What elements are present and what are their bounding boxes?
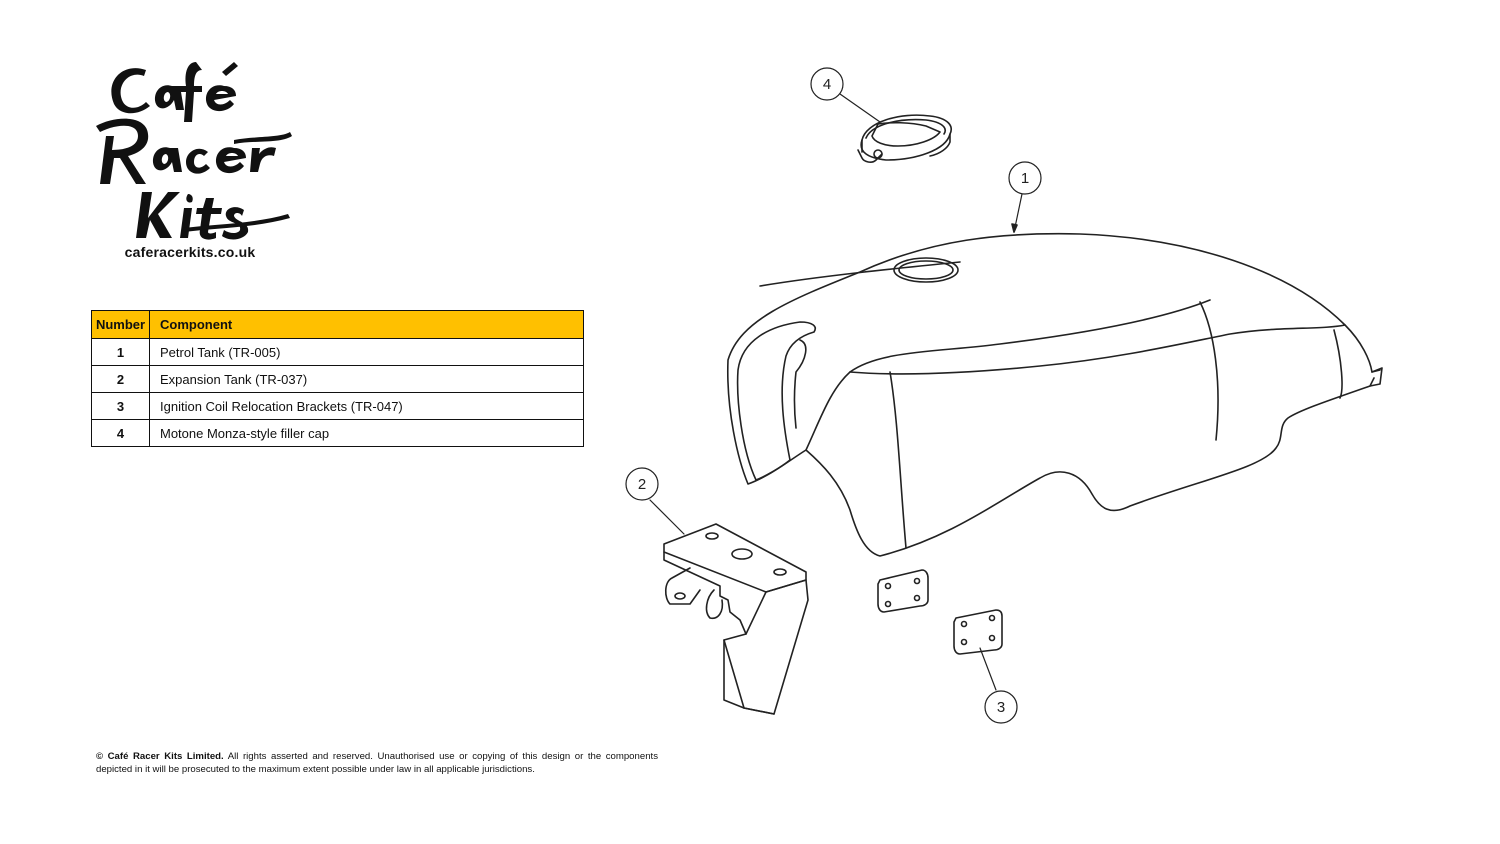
column-header-component: Component xyxy=(149,310,584,339)
expansion-tank-drawing xyxy=(663,523,809,715)
callout-label-3: 3 xyxy=(997,699,1005,716)
row-number: 4 xyxy=(91,419,150,447)
row-component: Expansion Tank (TR-037) xyxy=(149,365,584,393)
row-number: 2 xyxy=(91,365,150,393)
table-row: 4 Motone Monza-style filler cap xyxy=(91,419,584,447)
copyright-holder: © Café Racer Kits Limited. xyxy=(96,751,224,762)
callout-label-4: 4 xyxy=(823,76,831,93)
row-component: Ignition Coil Relocation Brackets (TR-04… xyxy=(149,392,584,420)
exploded-parts-diagram: 1 2 3 4 xyxy=(600,40,1420,740)
coil-bracket-drawing xyxy=(877,569,1003,655)
callout-2: 2 xyxy=(625,467,685,535)
copyright-notice: © Café Racer Kits Limited. All rights as… xyxy=(96,751,658,776)
website-url[interactable]: caferacerkits.co.uk xyxy=(124,244,256,260)
cafe-racer-kits-logo-icon xyxy=(96,62,292,240)
parts-table: Number Component 1 Petrol Tank (TR-005) … xyxy=(91,310,584,447)
table-row: 1 Petrol Tank (TR-005) xyxy=(91,338,584,366)
callout-label-1: 1 xyxy=(1021,170,1029,187)
callout-1: 1 xyxy=(1008,161,1042,233)
callout-4: 4 xyxy=(810,67,881,123)
brand-logo xyxy=(84,52,300,242)
petrol-tank-drawing xyxy=(726,232,1383,557)
table-header-row: Number Component xyxy=(91,310,584,339)
row-number: 1 xyxy=(91,338,150,366)
filler-cap-drawing xyxy=(857,114,952,163)
row-component: Petrol Tank (TR-005) xyxy=(149,338,584,366)
table-row: 2 Expansion Tank (TR-037) xyxy=(91,365,584,393)
column-header-number: Number xyxy=(91,310,150,339)
callout-3: 3 xyxy=(979,647,1018,724)
row-component: Motone Monza-style filler cap xyxy=(149,419,584,447)
callout-label-2: 2 xyxy=(638,476,646,493)
table-row: 3 Ignition Coil Relocation Brackets (TR-… xyxy=(91,392,584,420)
copyright-text: All rights asserted and reserved. Unauth… xyxy=(96,751,658,775)
row-number: 3 xyxy=(91,392,150,420)
